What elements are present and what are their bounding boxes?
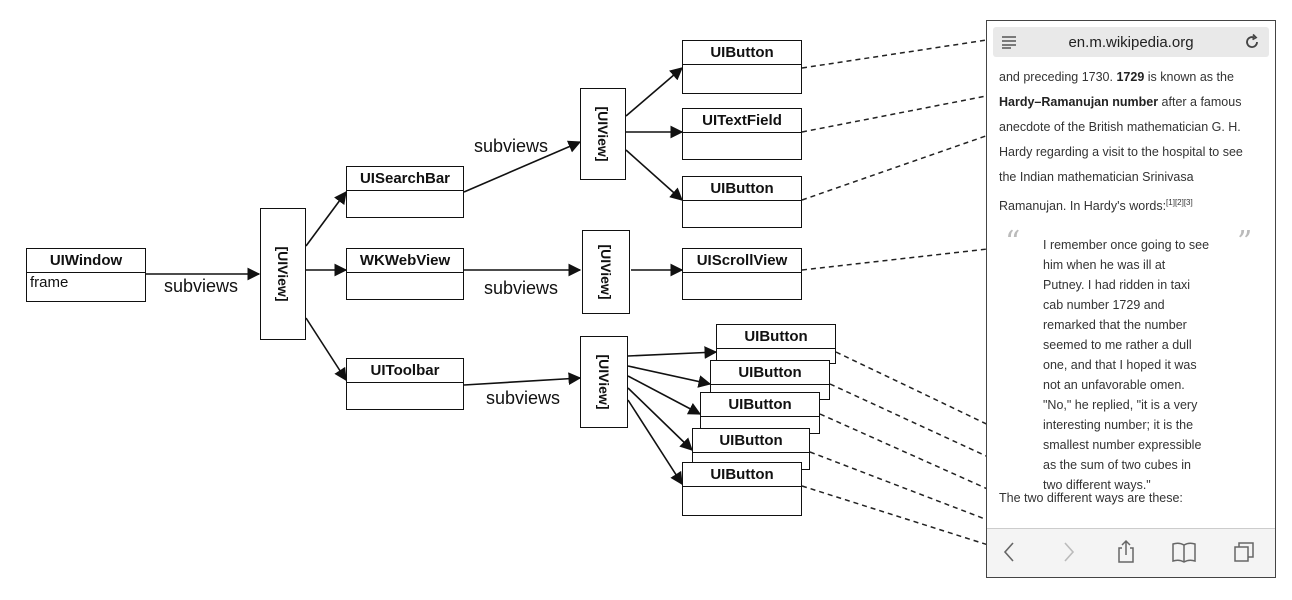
article-l1b: 1729 — [1116, 70, 1145, 84]
uisearchbar-box: UISearchBar — [346, 166, 464, 218]
subviews-label-4: subviews — [486, 388, 561, 408]
leader-textfield — [801, 65, 1141, 133]
toolbar-uibutton-4-title: UIButton — [693, 429, 809, 453]
uibutton-search-2-title: UIButton — [683, 177, 801, 201]
uitextfield-title: UITextField — [683, 109, 801, 133]
quote-line: cab number 1729 and — [1043, 298, 1165, 312]
uibutton-search-1-title: UIButton — [683, 41, 801, 65]
uiview-search-label: [UIView] — [595, 106, 611, 162]
article-l1a: and preceding 1730. — [999, 70, 1117, 84]
quote-line: two different ways." — [1043, 478, 1151, 492]
uitoolbar-box: UIToolbar — [346, 358, 464, 410]
toolbar-uibutton-5-title: UIButton — [683, 463, 801, 487]
article-l2a[interactable]: Hardy–Ramanujan number — [999, 95, 1159, 109]
uisearchbar-title: UISearchBar — [347, 167, 463, 191]
url-text: en.m.wikipedia.org — [1068, 34, 1194, 51]
arrow-to-uibutton-2 — [625, 149, 683, 201]
leader-toolbar-button-5 — [801, 485, 1005, 551]
uiview-toolbar-label: [UIView] — [596, 354, 612, 410]
arrow-to-toolbar-button-2 — [627, 365, 712, 388]
quote-line: him when he was ill at — [1043, 258, 1166, 272]
arrow-to-toolbar-button-5 — [627, 399, 683, 486]
wkwebview-box: WKWebView — [346, 248, 464, 300]
quote-line: not an unfavorable omen. — [1043, 378, 1185, 392]
quote-line: interesting number; it is the — [1043, 418, 1194, 432]
tabs-icon[interactable] — [1231, 539, 1257, 565]
after-quote-text: The two different ways are these: — [999, 491, 1183, 505]
bookmarks-icon[interactable] — [1171, 539, 1197, 565]
wkwebview-title: WKWebView — [347, 249, 463, 273]
back-icon[interactable] — [997, 539, 1023, 565]
toolbar-uibutton-1-title: UIButton — [717, 325, 835, 349]
uiwindow-frame-field: frame — [30, 274, 69, 291]
phone-screen: en.m.wikipedia.org and preceding 1730. 1… — [986, 20, 1276, 578]
uitoolbar-title: UIToolbar — [347, 359, 463, 383]
share-icon[interactable] — [1113, 539, 1139, 565]
uiview-root: [UIView] — [260, 208, 306, 340]
article-l3: anecdote of the British mathematician G.… — [999, 120, 1241, 134]
browser-toolbar — [987, 528, 1275, 577]
article-l5: the Indian mathematician Srinivasa — [999, 170, 1194, 184]
uiview-root-label: [UIView] — [275, 246, 291, 302]
quote-line: smallest number expressible — [1043, 438, 1202, 452]
toolbar-uibutton-5: UIButton — [682, 462, 802, 516]
uiscrollview-box: UIScrollView — [682, 248, 802, 300]
arrow-searchbar-to-uiview — [463, 140, 582, 193]
leader-toolbar-button-3 — [819, 413, 1125, 551]
uiscrollview-title: UIScrollView — [683, 249, 801, 273]
arrow-uiview-to-searchbar — [305, 190, 347, 247]
quote-line: I remember once going to see — [1043, 238, 1210, 252]
leader-scrollview — [801, 245, 1015, 271]
uiview-web-label: [UIView] — [598, 244, 614, 300]
toolbar-uibutton-1: UIButton — [716, 324, 836, 364]
quote-line: remarked that the number — [1043, 318, 1187, 332]
article-l2b: after a famous — [1158, 95, 1242, 109]
uiview-search: [UIView] — [580, 88, 626, 180]
arrow-uiview-to-toolbar — [305, 317, 347, 382]
uibutton-search-1: UIButton — [682, 40, 802, 94]
subviews-label-2: subviews — [474, 136, 549, 156]
reader-menu-icon[interactable] — [1001, 35, 1017, 49]
quote-line: one, and that I hoped it was — [1043, 358, 1197, 372]
uiwindow-box: UIWindow frame — [26, 248, 146, 302]
quote-block: I remember once going to see him when he… — [1043, 235, 1213, 495]
quote-line: as the sum of two cubes in — [1043, 458, 1191, 472]
article-l4: Hardy regarding a visit to the hospital … — [999, 145, 1243, 159]
arrow-to-toolbar-button-3 — [627, 375, 702, 415]
address-bar[interactable]: en.m.wikipedia.org — [993, 27, 1269, 57]
toolbar-uibutton-2-title: UIButton — [711, 361, 829, 385]
close-quote-mark: ” — [1237, 225, 1253, 260]
forward-icon[interactable] — [1055, 539, 1081, 565]
quote-line: Putney. I had ridden in taxi — [1043, 278, 1191, 292]
article-text: and preceding 1730. 1729 is known as the… — [999, 65, 1265, 219]
toolbar-uibutton-3: UIButton — [700, 392, 820, 434]
toolbar-uibutton-3-title: UIButton — [701, 393, 819, 417]
leader-button-1 — [801, 37, 1001, 69]
article-l1c: is known as the — [1144, 70, 1234, 84]
subviews-label-3: subviews — [484, 278, 559, 298]
article-l6: Ramanujan. In Hardy's words: — [999, 199, 1167, 214]
uiview-toolbar: [UIView] — [580, 336, 628, 428]
uiwindow-title: UIWindow — [27, 249, 145, 273]
arrow-to-toolbar-button-4 — [627, 387, 693, 451]
subviews-label-1: subviews — [164, 276, 239, 296]
uitextfield-box: UITextField — [682, 108, 802, 160]
quote-line: "No," he replied, "it is a very — [1043, 398, 1198, 412]
uibutton-search-2: UIButton — [682, 176, 802, 228]
article-refs[interactable]: [1][2][3] — [1166, 198, 1193, 207]
arrow-to-uibutton-1 — [625, 67, 683, 117]
open-quote-mark: “ — [1005, 225, 1021, 260]
arrow-to-toolbar-button-1 — [627, 346, 718, 359]
quote-line: seemed to me rather a dull — [1043, 338, 1192, 352]
arrow-toolbar-to-uiview — [463, 372, 582, 386]
reload-icon[interactable] — [1243, 33, 1261, 51]
uiview-web: [UIView] — [582, 230, 630, 314]
